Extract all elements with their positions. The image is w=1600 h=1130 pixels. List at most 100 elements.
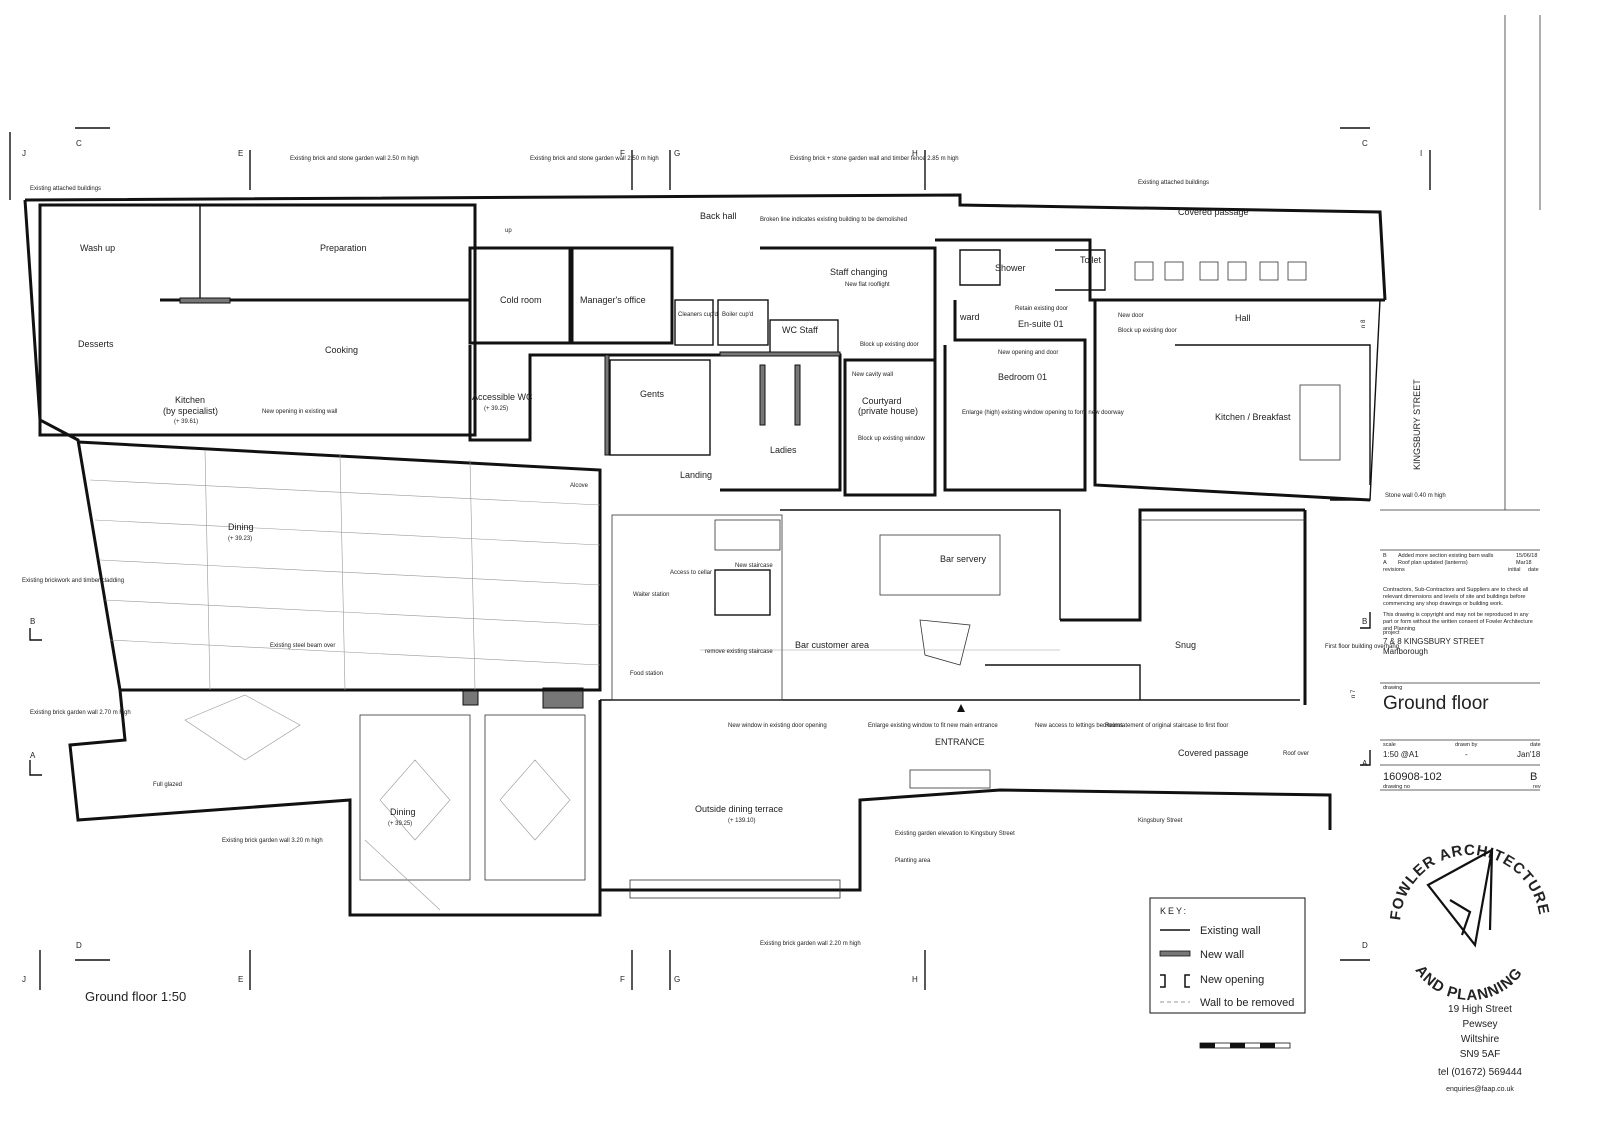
- drawing-number: 160908-102: [1383, 771, 1442, 783]
- note-existing-attached-left: Existing attached buildings: [30, 186, 101, 192]
- drawn-value: -: [1465, 750, 1468, 759]
- note-block-up-window: Block up existing window: [858, 436, 925, 442]
- note-wall-250: Existing brick and stone garden wall 2.5…: [290, 156, 419, 162]
- section-mark-c-top: C: [76, 139, 82, 148]
- room-bedroom: Bedroom 01: [998, 372, 1047, 382]
- rev-header-date: date: [1528, 567, 1539, 573]
- label-kingsbury-street: KINGSBURY STREET: [1412, 379, 1422, 470]
- room-gents: Gents: [640, 389, 665, 399]
- revision-value: B: [1530, 771, 1538, 783]
- title-block-lines: [1380, 15, 1540, 791]
- section-mark-i-top: I: [1420, 149, 1422, 158]
- level-wc: (+ 39.25): [484, 406, 508, 412]
- note-garden-elevation: Existing garden elevation to Kingsbury S…: [895, 831, 1015, 837]
- annotations: Existing attached buildings Existing att…: [22, 156, 1446, 947]
- key-new-wall-swatch: [1159, 950, 1191, 957]
- lower-areas: [184, 694, 991, 911]
- company-email[interactable]: enquiries@faap.co.uk: [1446, 1086, 1514, 1093]
- level-dining-lower: (+ 39.25): [388, 821, 412, 827]
- address-line-4: SN9 5AF: [1459, 1049, 1501, 1060]
- room-outside-dining: Outside dining terrace: [695, 804, 783, 814]
- room-boiler: Boiler cup'd: [722, 312, 753, 318]
- note-new-door: New door: [1118, 313, 1144, 319]
- rev-a-date: Mar18: [1516, 560, 1532, 566]
- entrance-arrow-icon: [957, 704, 965, 712]
- room-toilet: Toilet: [1080, 255, 1102, 265]
- room-ward: ward: [959, 312, 980, 322]
- level-terrace: (+ 139.10): [728, 818, 756, 824]
- note-existing-attached-right: Existing attached buildings: [1138, 180, 1209, 186]
- section-mark-b-right: B: [1362, 617, 1367, 626]
- level-dining: (+ 39.23): [228, 536, 252, 542]
- room-kitchen: Kitchen: [175, 395, 205, 405]
- logo-text-top: FOWLER ARCHITECTURE: [1387, 842, 1552, 921]
- logo-text-bottom: AND PLANNING: [1412, 962, 1527, 1004]
- drawing-title: Ground floor: [1383, 693, 1489, 714]
- note-new-rooflight: New flat rooflight: [845, 282, 890, 288]
- section-mark-e-top: E: [238, 149, 243, 158]
- room-kitchen-breakfast: Kitchen / Breakfast: [1215, 412, 1291, 422]
- note-new-access-bedrooms: New access to lettings bedrooms: [1035, 723, 1123, 729]
- notes-contractors: Contractors, Sub-Contractors and Supplie…: [1383, 587, 1529, 607]
- note-up: up: [505, 228, 512, 234]
- note-planting-area: Planting area: [895, 858, 931, 864]
- rev-b-date: 15/06/18: [1516, 553, 1538, 559]
- room-covered-passage-bottom: Covered passage: [1178, 748, 1249, 758]
- covered-passage-seating: [1134, 261, 1341, 461]
- drawing-label: drawing: [1383, 685, 1403, 691]
- room-staff-changing: Staff changing: [830, 267, 887, 277]
- building-walls: [38, 203, 1385, 502]
- note-waiter-station: Waiter station: [633, 592, 669, 598]
- room-bar-servery: Bar servery: [940, 554, 987, 564]
- section-mark-b-left: B: [30, 617, 35, 626]
- drawn-label: drawn by: [1455, 742, 1478, 748]
- note-stone-wall: Stone wall 0.40 m high: [1385, 493, 1446, 499]
- key-title: KEY:: [1160, 906, 1188, 916]
- room-desserts: Desserts: [78, 339, 114, 349]
- rev-a-letter: A: [1383, 560, 1387, 566]
- rev-header-revisions: revisions: [1383, 567, 1405, 573]
- room-managers-office: Manager's office: [580, 295, 646, 305]
- room-courtyard: Courtyard: [862, 396, 902, 406]
- note-reinstatement: Reinstatement of original staircase to f…: [1105, 723, 1228, 729]
- note-wall-270: Existing brick garden wall 2.70 m high: [30, 710, 131, 716]
- note-enlarge-window: Enlarge (high) existing window opening t…: [962, 410, 1124, 416]
- new-walls: [179, 297, 841, 709]
- note-existing-brickwork: Existing brickwork and timber cladding: [22, 578, 124, 584]
- section-mark-h-top: H: [912, 149, 918, 158]
- level-kitchen: (+ 39.61): [174, 419, 198, 425]
- note-wall-250b: Existing brick and stone garden wall 2.5…: [530, 156, 659, 162]
- room-snug: Snug: [1175, 640, 1196, 650]
- company-logo: FOWLER ARCHITECTURE AND PLANNING: [1387, 842, 1552, 1004]
- note-first-floor-over: First floor building overhang: [1325, 644, 1399, 650]
- key-existing-wall: Existing wall: [1200, 925, 1261, 937]
- room-cooking: Cooking: [325, 345, 358, 355]
- note-full-glazed: Full glazed: [153, 782, 182, 788]
- project-town: Marlborough: [1383, 647, 1428, 656]
- room-hall: Hall: [1235, 313, 1251, 323]
- note-block-up-door2: Block up existing door: [860, 342, 919, 348]
- key-new-opening: New opening: [1200, 974, 1264, 986]
- room-labels: Wash up Preparation Desserts Cooking Kit…: [78, 207, 1422, 827]
- section-mark-c-right: C: [1362, 139, 1368, 148]
- section-mark-d-right: D: [1362, 941, 1368, 950]
- section-mark-e-bottom: E: [238, 975, 243, 984]
- logo-compass-icon: [1426, 847, 1494, 948]
- room-dining-lower: Dining: [390, 807, 416, 817]
- room-bar-customer-area: Bar customer area: [795, 640, 869, 650]
- section-mark-g-bottom: G: [674, 975, 680, 984]
- address-line-1: 19 High Street: [1448, 1004, 1512, 1015]
- note-new-window: New window in existing door opening: [728, 723, 827, 729]
- note-wall-285: Existing brick + stone garden wall and t…: [790, 156, 959, 162]
- room-landing: Landing: [680, 470, 712, 480]
- dining-roof-lines: [77, 440, 602, 692]
- note-block-up-door: Block up existing door: [1118, 328, 1177, 334]
- room-ensuite: En-suite 01: [1018, 319, 1064, 329]
- note-remove-staircase: remove existing staircase: [705, 649, 773, 655]
- room-wc-staff: WC Staff: [782, 325, 818, 335]
- notes-copyright: This drawing is copyright and may not be…: [1383, 612, 1533, 632]
- note-steel-beam: Existing steel beam over: [270, 643, 335, 649]
- project-label: project: [1383, 630, 1400, 636]
- note-broken-line: Broken line indicates existing building …: [760, 217, 907, 223]
- note-roof-over: Roof over: [1283, 751, 1309, 757]
